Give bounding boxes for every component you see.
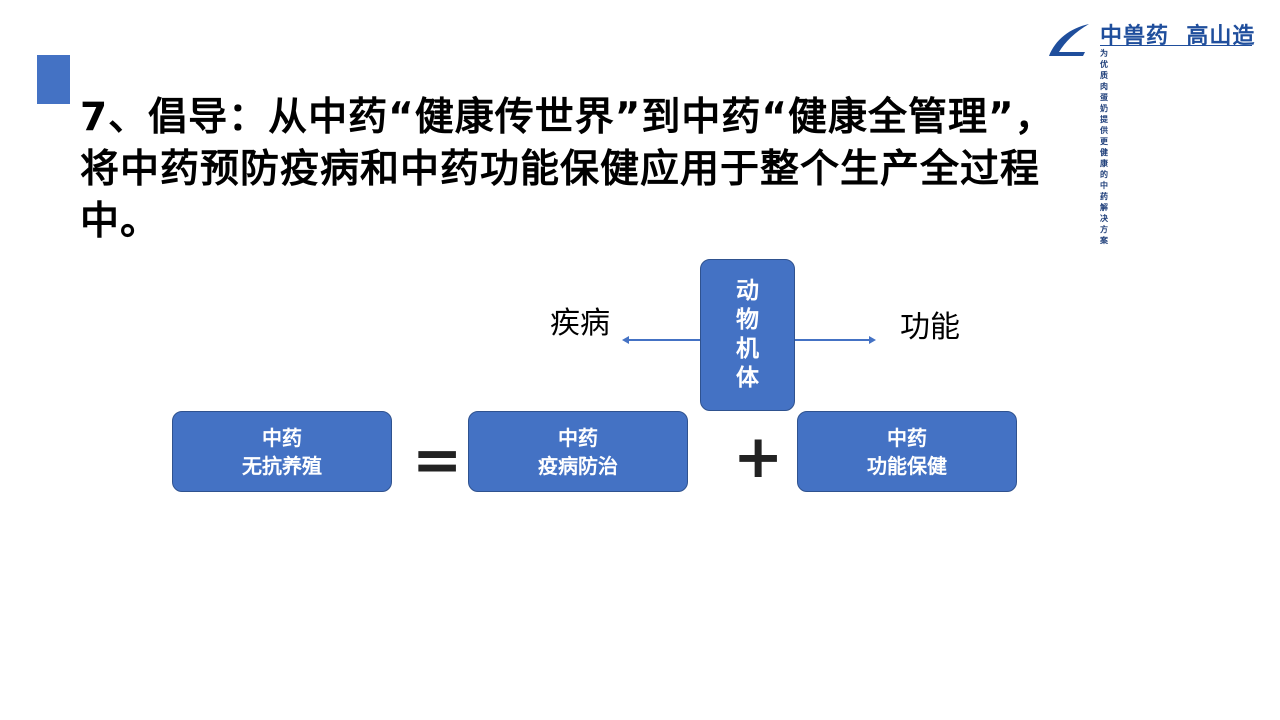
box-line: 疫病防治 [538, 453, 618, 478]
box-line: 无抗养殖 [242, 453, 322, 478]
antibiotic-free-box: 中药 无抗养殖 [172, 411, 392, 492]
title-accent-bar [37, 55, 70, 104]
box-char: 体 [736, 365, 759, 391]
disease-prevention-box: 中药 疫病防治 [468, 411, 688, 492]
health-care-box: 中药 功能保健 [797, 411, 1017, 492]
equals-sign: = [412, 425, 463, 495]
disease-label: 疾病 [550, 306, 610, 341]
arrow-left [628, 339, 700, 341]
box-char: 动 [736, 278, 759, 304]
title-line: 将中药预防疫病和中药功能保健应用于整个生产全过程 [80, 147, 1041, 192]
arrow-right [795, 339, 870, 341]
plus-sign: + [733, 422, 784, 492]
arrow-left-head-icon [622, 336, 629, 344]
slide-title: 7、倡导：从中药“健康传世界”到中药“健康全管理”， 将中药预防疫病和中药功能保… [80, 92, 1280, 248]
title-line: 中。 [80, 199, 161, 244]
arrow-right-head-icon [869, 336, 876, 344]
box-char: 物 [736, 307, 759, 333]
box-line: 功能保健 [867, 453, 947, 478]
function-label: 功能 [900, 310, 960, 345]
logo-slogan: 为优质肉蛋奶提供更健康的中药解决方案 [1100, 49, 1108, 245]
logo-feather-icon [1049, 24, 1089, 56]
box-line: 中药 [558, 425, 598, 450]
box-line: 中药 [887, 425, 927, 450]
title-line: 7、倡导：从中药“健康传世界”到中药“健康全管理”， [80, 95, 1055, 140]
logo-text: 中兽药 高山造 [1100, 24, 1256, 49]
box-char: 机 [736, 336, 759, 362]
animal-body-box: 动 物 机 体 [700, 259, 795, 411]
logo-divider [1100, 45, 1252, 46]
box-line: 中药 [262, 425, 302, 450]
